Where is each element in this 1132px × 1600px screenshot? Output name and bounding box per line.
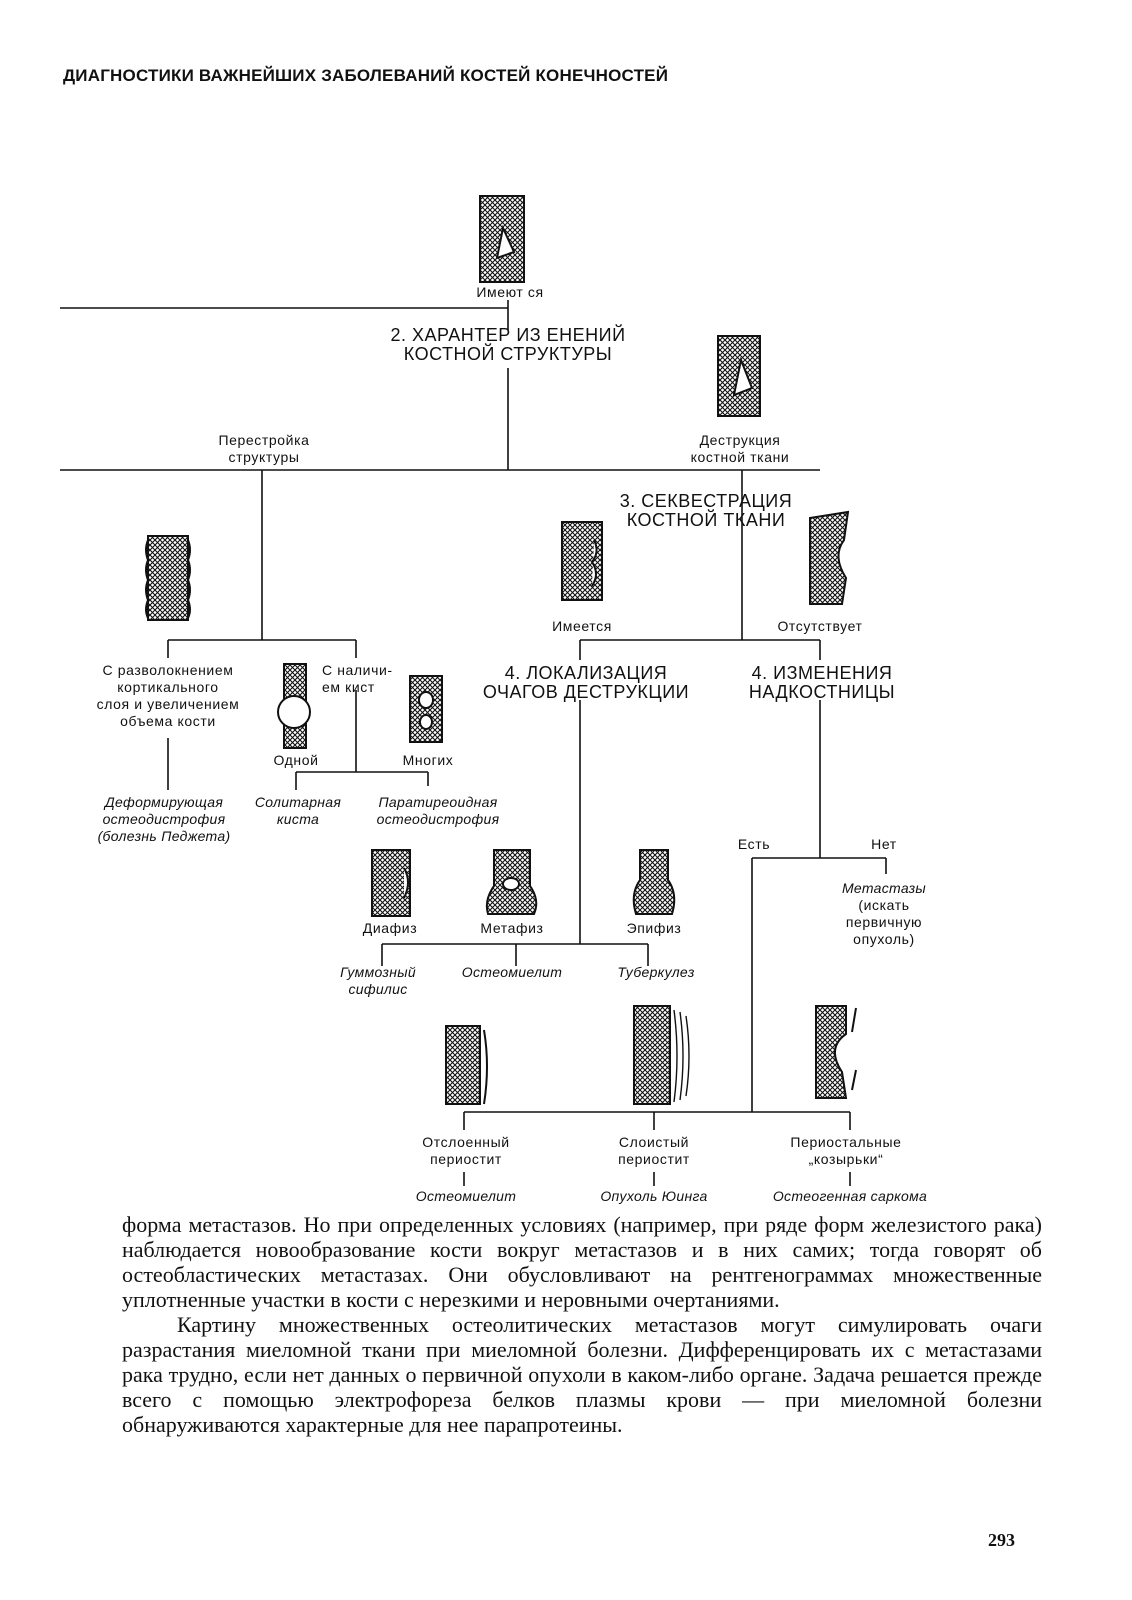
bone-diaphysis-illustration	[371, 849, 411, 917]
metastases-line1: Метастазы	[841, 880, 927, 896]
dx-osteomyelitis: Остеомиелит	[461, 964, 563, 980]
visors-line2: „козырьки“	[808, 1151, 884, 1167]
flowchart-diagram	[60, 195, 887, 1186]
section-3-line2: КОСТНОЙ ТКАНИ	[626, 510, 786, 530]
section-2-title: 2. ХАРАНТЕР ИЗ ЕНЕНИЙ КОСТНОЙ СТРУКТУРЫ	[390, 326, 625, 364]
dx-paget-line1: Деформирующая	[104, 794, 224, 810]
layered-line2: периостит	[618, 1151, 690, 1167]
section-4a-line2: ОЧАГОВ ДЕСТРУКЦИИ	[482, 682, 690, 702]
restructure-label: Перестройка структуры	[218, 432, 309, 466]
multiple-cysts-label: Многих	[402, 752, 454, 768]
section-3-line1: 3. СЕКВЕСТРАЦИЯ	[619, 491, 793, 511]
section-3-title: 3. СЕКВЕСТРАЦИЯ КОСТНОЙ ТКАНИ	[620, 492, 792, 530]
metastases-line2: (искать	[858, 897, 910, 913]
detached-line2: периостит	[430, 1151, 502, 1167]
page-number: 293	[988, 1530, 1015, 1550]
split-line2: кортикального	[117, 679, 219, 695]
dx-gumma-line2: сифилис	[348, 981, 408, 997]
split-line3: слоя и увеличением	[96, 696, 240, 712]
cysts-line2: ем кист	[322, 679, 375, 695]
single-cyst-label: Одной	[273, 752, 319, 768]
split-line4: объема кости	[120, 713, 216, 729]
detached-periostitis-label: Отслоенный периостит	[422, 1134, 509, 1168]
section-4a-line1: 4. ЛОКАЛИЗАЦИЯ	[504, 663, 668, 683]
bone-detached-periostitis-illustration	[445, 1025, 488, 1105]
section-4b-line2: НАДКОСТНИЦЫ	[748, 682, 896, 702]
visors-line1: Периостальные	[790, 1134, 902, 1150]
restructure-line1: Перестройка	[218, 432, 310, 448]
dx-parathyroid-line2: остеодистрофия	[376, 811, 500, 827]
periosteal-visors-label: Периостальные „козырьки“	[790, 1134, 901, 1168]
restructure-line2: структуры	[228, 449, 300, 465]
top-available-label: Имеют ся	[476, 284, 544, 300]
dx-parathyroid-line1: Паратиреоидная	[378, 794, 498, 810]
bone-epiphysis-illustration	[632, 849, 676, 915]
dx-paget-line2: остеодистрофия	[102, 811, 226, 827]
metastases-line4: опухоль)	[853, 931, 915, 947]
diaphysis-label: Диафиз	[362, 920, 418, 936]
detached-line1: Отслоенный	[422, 1134, 510, 1150]
metastases-label: Метастазы (искать первичную опухоль)	[842, 880, 926, 948]
epiphysis-label: Эпифиз	[626, 920, 682, 936]
paragraph-2: Картину множественных остеолитических ме…	[122, 1312, 1042, 1437]
split-cortex-label: С разволокнением кортикального слоя и ув…	[97, 662, 240, 730]
sequestration-present-label: Имеется	[552, 618, 612, 634]
bone-metaphysis-illustration	[485, 849, 538, 915]
sequestration-absent-label: Отсутствует	[777, 618, 863, 634]
dx-paget-line3: (болезнь Педжета)	[97, 828, 231, 844]
dx-gumma: Гуммозный сифилис	[340, 964, 416, 998]
dx-parathyroid: Паратиреоидная остеодистрофия	[377, 794, 500, 828]
section-4a-title: 4. ЛОКАЛИЗАЦИЯ ОЧАГОВ ДЕСТРУКЦИИ	[483, 664, 689, 702]
dx-solitary-line2: киста	[276, 811, 320, 827]
section-4b-line1: 4. ИЗМЕНЕНИЯ	[751, 663, 893, 683]
bone-destruction-illustration	[717, 335, 761, 417]
layered-line1: Слоистый	[618, 1134, 690, 1150]
destruction-label: Деструкция костной ткани	[691, 432, 790, 466]
section-4b-title: 4. ИЗМЕНЕНИЯ НАДКОСТНИЦЫ	[749, 664, 895, 702]
periosteum-yes-label: Есть	[737, 836, 771, 852]
destruction-line2: костной ткани	[690, 449, 790, 465]
page-header: ДИАГНОСТИКИ ВАЖНЕЙШИХ ЗАБОЛЕВАНИЙ КОСТЕЙ…	[63, 66, 669, 85]
dx-osteogenic-sarcoma: Остеогенная саркома	[772, 1188, 928, 1204]
paragraph-1: форма метастазов. Но при определенных ус…	[122, 1212, 1042, 1312]
cysts-label: С наличи- ем кист	[322, 662, 393, 696]
bone-top-illustration	[479, 195, 525, 283]
metaphysis-label: Метафиз	[480, 920, 544, 936]
dx-solitary-line1: Солитарная	[254, 794, 342, 810]
bone-sequestration-present-illustration	[561, 521, 603, 601]
bone-single-cyst-illustration	[277, 663, 311, 749]
bone-paget-illustration	[145, 535, 191, 621]
cysts-line1: С наличи-	[322, 662, 393, 678]
section-2-line2: КОСТНОЙ СТРУКТУРЫ	[403, 344, 613, 364]
bone-layered-periostitis-illustration	[633, 1005, 690, 1105]
dx-paget: Деформирующая остеодистрофия (болезнь Пе…	[98, 794, 231, 845]
split-line1: С разволокнением	[102, 662, 234, 678]
layered-periostitis-label: Слоистый периостит	[618, 1134, 690, 1168]
bone-multiple-cysts-illustration	[409, 675, 443, 743]
dx-osteomyelitis-2: Остеомиелит	[415, 1188, 517, 1204]
dx-ewing: Опухоль Юинга	[600, 1188, 708, 1204]
metastases-line3: первичную	[845, 914, 923, 930]
destruction-line1: Деструкция	[699, 432, 781, 448]
periosteum-no-label: Нет	[871, 836, 897, 852]
dx-tuberculosis: Туберкулез	[617, 964, 695, 980]
dx-gumma-line1: Гуммозный	[340, 964, 416, 980]
bone-periosteal-visors-illustration	[815, 1005, 857, 1099]
bone-sequestration-absent-illustration	[809, 510, 850, 605]
body-text: форма метастазов. Но при определенных ус…	[122, 1212, 1042, 1437]
dx-solitary-cyst: Солитарная киста	[255, 794, 341, 828]
section-2-line1: 2. ХАРАНТЕР ИЗ ЕНЕНИЙ	[390, 325, 626, 345]
